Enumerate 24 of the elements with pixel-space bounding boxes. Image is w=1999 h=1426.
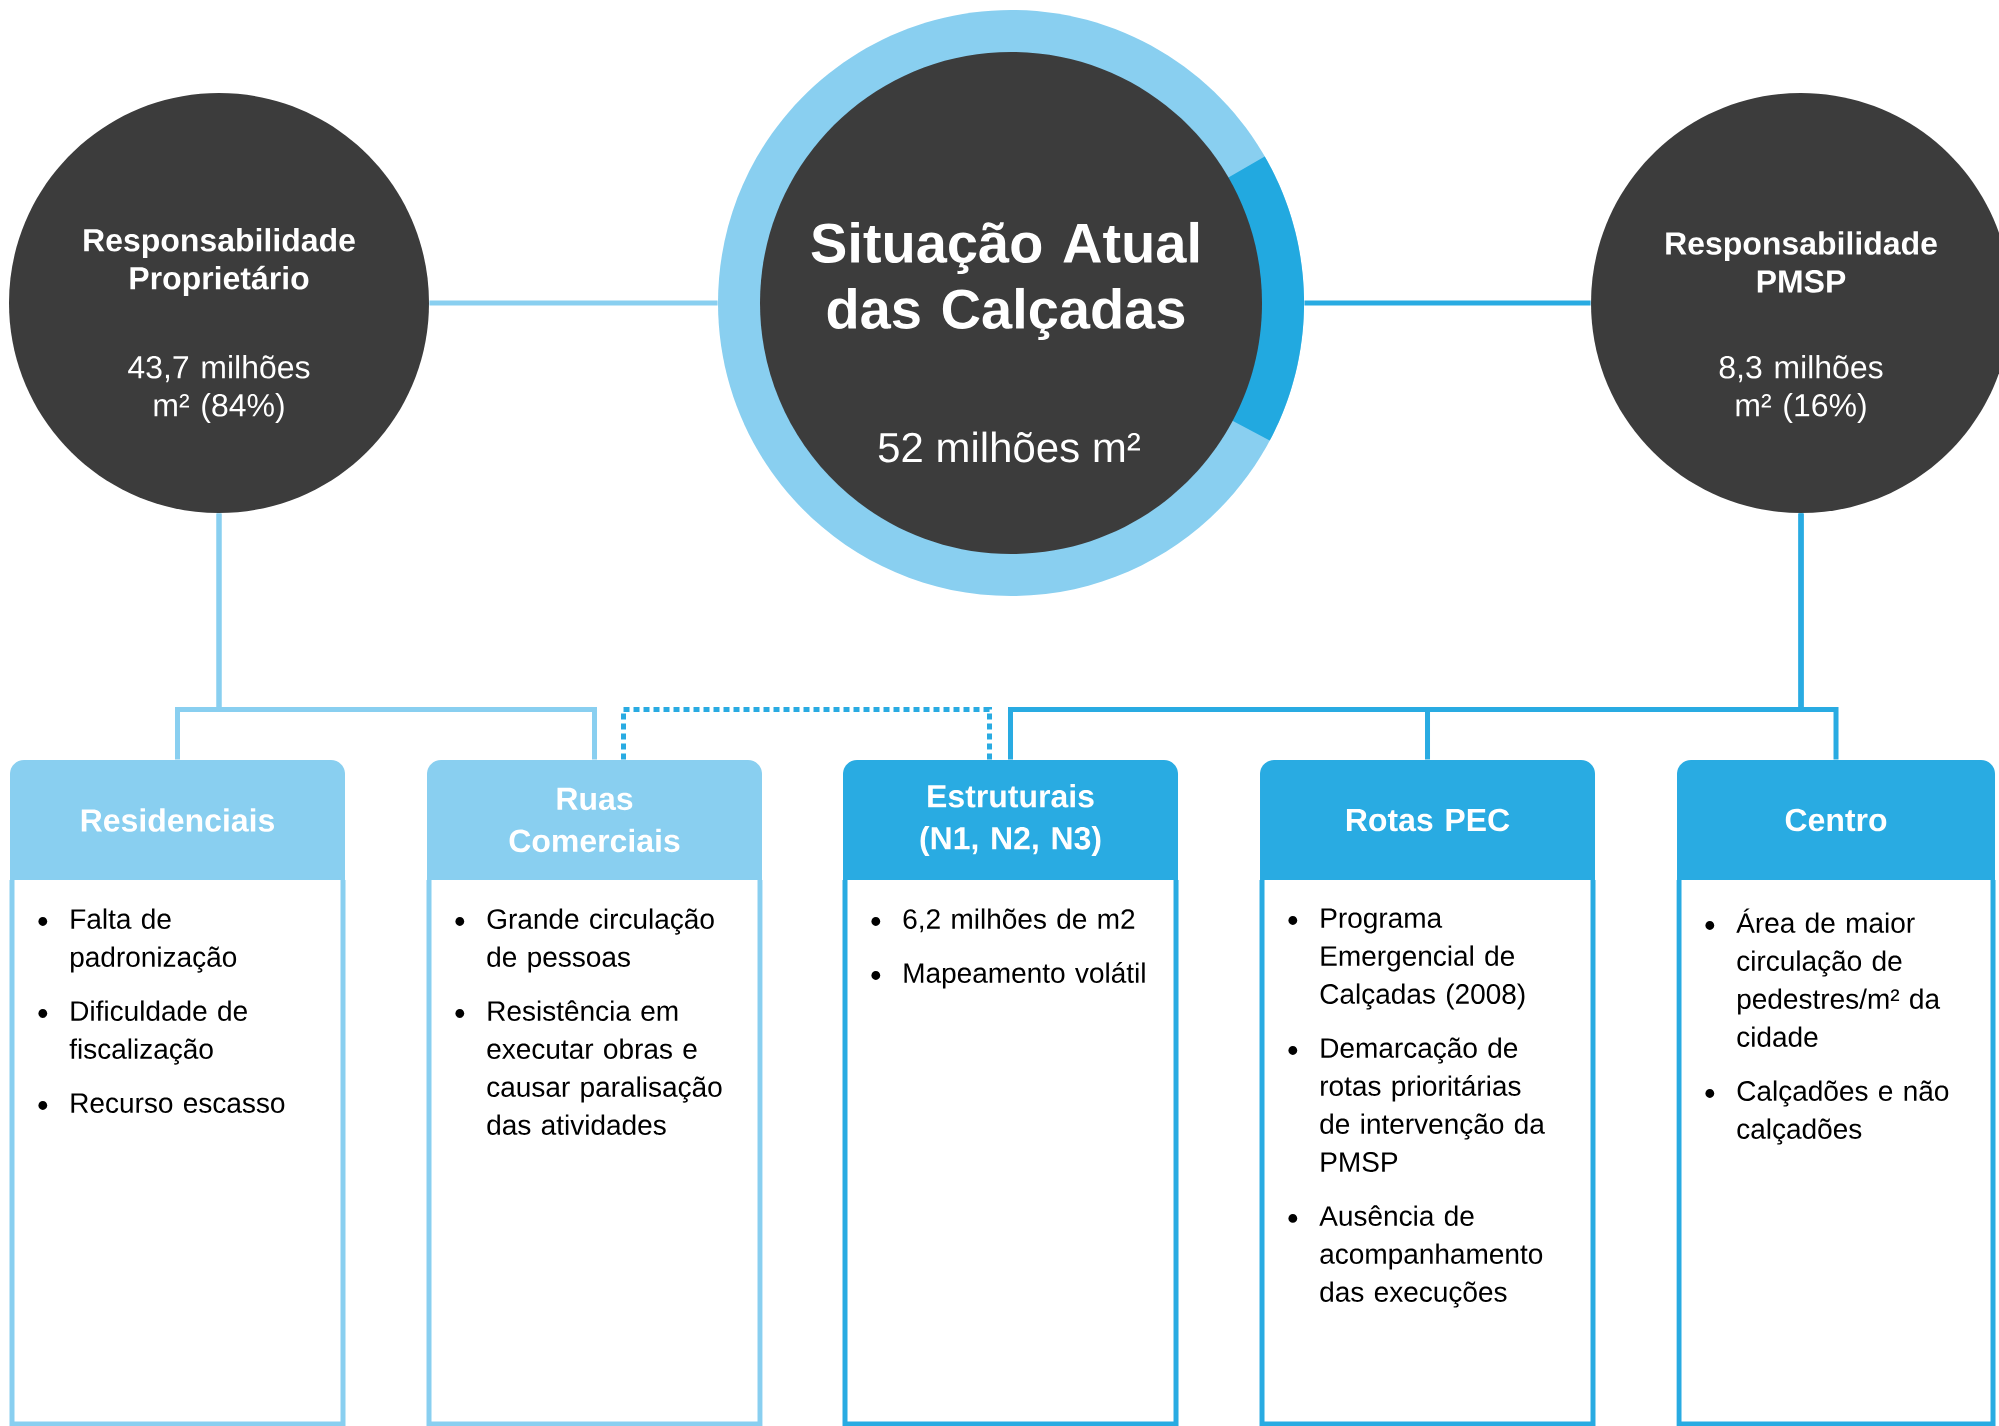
connector-line	[1798, 513, 1839, 760]
bullet-item: Demarcação de rotas prioritárias de intervenção da PMSP	[1288, 1037, 1545, 1172]
title: Situação Atual das Calçadas	[811, 221, 1199, 341]
bullet-item: Mapeamento volátil	[871, 962, 1145, 989]
total-value: 52 milhões m²	[878, 431, 1140, 463]
bullet-item: Área de maior circulação de pedestres/m² da cidade	[1705, 908, 1941, 1047]
connector-line	[1304, 300, 1591, 306]
bullet-item: Dificuldade de fiscalização	[38, 1000, 247, 1065]
bullet-item: Programa Emergencial de Calçadas (2008)	[1288, 908, 1525, 1010]
connector-line	[216, 513, 597, 760]
card-header: Residenciais	[10, 760, 345, 880]
card-header: Rotas PEC	[1260, 760, 1595, 880]
card-header: Ruas Comerciais	[427, 760, 762, 880]
bullet-item: Resistência em executar obras e causar paralisação das atividades	[455, 1000, 722, 1135]
bullet-item: Calçadões e não calçadões	[1705, 1080, 1949, 1145]
card-header: Estruturais (N1, N2, N3)	[843, 760, 1178, 880]
bullet-item: 6,2 milhões de m2	[871, 908, 1135, 933]
bullet-item: Grande circulação de pessoas	[455, 908, 714, 973]
bullet-item: Recurso escasso	[38, 1093, 285, 1113]
connector-line	[429, 300, 718, 306]
connector-line	[621, 707, 992, 760]
card-header: Centro	[1677, 760, 1995, 880]
bullet-item: Ausência de acompanhamento das execuções	[1288, 1205, 1543, 1308]
bullet-item: Falta de padronização	[38, 908, 237, 973]
